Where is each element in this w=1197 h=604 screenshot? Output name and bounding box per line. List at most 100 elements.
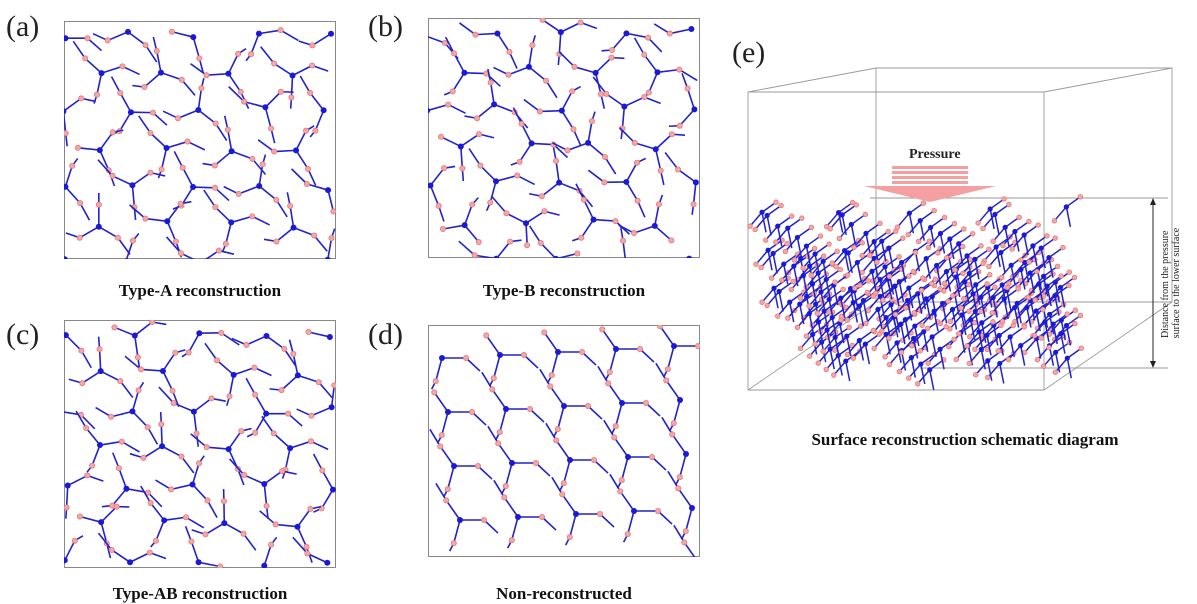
bond	[626, 33, 648, 37]
oxygen-atom	[987, 247, 992, 252]
bond	[101, 371, 121, 381]
oxygen-atom	[860, 241, 865, 246]
silicon-atom	[1042, 319, 1047, 324]
bond	[596, 58, 612, 73]
oxygen-atom	[816, 361, 821, 366]
oxygen-atom	[967, 334, 972, 339]
bond	[606, 94, 624, 107]
oxygen-atom	[475, 463, 480, 468]
silicon-atom	[833, 335, 838, 340]
bond	[226, 222, 231, 243]
oxygen-atom	[831, 373, 836, 378]
bond	[465, 205, 473, 226]
silicon-atom	[959, 312, 964, 317]
oxygen-atom	[897, 369, 902, 374]
oxygen-atom	[575, 251, 580, 256]
silicon-atom	[1047, 312, 1052, 317]
bond	[82, 371, 100, 383]
oxygen-atom	[463, 355, 468, 360]
oxygen-atom	[981, 261, 986, 266]
silicon-atom	[810, 281, 815, 286]
oxygen-atom	[478, 163, 483, 168]
oxygen-atom	[779, 203, 784, 208]
bond	[680, 454, 686, 477]
bond	[255, 395, 266, 414]
silicon-atom	[125, 29, 131, 35]
oxygen-atom	[488, 80, 493, 85]
silicon-atom	[1022, 232, 1027, 237]
oxygen-atom	[987, 272, 992, 277]
silicon-atom	[857, 304, 862, 309]
bond	[665, 153, 678, 170]
bond	[436, 358, 442, 381]
oxygen-atom	[119, 439, 124, 444]
bond	[921, 364, 925, 384]
oxygen-atom	[97, 347, 102, 352]
oxygen-atom	[645, 35, 650, 40]
oxygen-atom	[178, 201, 183, 206]
oxygen-atom	[441, 166, 446, 171]
silicon-atom	[1002, 296, 1007, 301]
bond	[328, 190, 333, 211]
oxygen-atom	[801, 266, 806, 271]
bond	[267, 336, 285, 349]
oxygen-atom	[1022, 325, 1027, 330]
oxygen-atom	[961, 244, 966, 249]
silicon-atom	[984, 333, 989, 338]
lattice-group	[428, 18, 699, 258]
silicon-atom	[938, 231, 943, 236]
bond	[207, 447, 229, 449]
oxygen-atom	[203, 532, 208, 537]
oxygen-atom	[942, 215, 947, 220]
bond	[328, 238, 332, 259]
bond	[139, 116, 151, 133]
oxygen-atom	[72, 538, 77, 543]
oxygen-atom	[525, 243, 530, 248]
bond	[506, 213, 526, 223]
silicon-atom	[515, 514, 521, 520]
bond	[234, 368, 255, 375]
bond	[624, 97, 644, 106]
silicon-atom	[631, 508, 637, 514]
bond	[827, 213, 839, 227]
silicon-atom	[1012, 229, 1017, 234]
silicon-atom	[96, 224, 102, 230]
silicon-atom	[898, 322, 903, 327]
oxygen-atom	[952, 221, 957, 226]
bond	[66, 335, 82, 351]
silicon-atom	[998, 250, 1003, 255]
silicon-atom	[979, 320, 984, 325]
oxygen-atom	[1078, 195, 1083, 200]
bond	[189, 333, 200, 352]
bond	[246, 336, 266, 345]
bond	[440, 446, 454, 466]
oxygen-atom	[554, 438, 559, 443]
oxygen-atom	[308, 506, 313, 511]
oxygen-atom	[253, 430, 258, 435]
bond	[193, 37, 199, 58]
silicon-atom	[457, 517, 463, 523]
oxygen-atom	[96, 202, 101, 207]
oxygen-atom	[197, 56, 202, 61]
bond	[290, 441, 311, 448]
bond	[562, 91, 572, 110]
bond	[500, 409, 506, 432]
oxygen-atom	[109, 414, 114, 419]
oxygen-atom	[815, 311, 820, 316]
silicon-atom	[912, 323, 917, 328]
oxygen-atom	[481, 517, 486, 522]
oxygen-atom	[754, 262, 759, 267]
oxygen-atom	[1027, 219, 1032, 224]
bond	[194, 398, 212, 411]
oxygen-atom	[1061, 245, 1066, 250]
oxygen-atom	[159, 167, 164, 172]
oxygen-atom	[670, 432, 675, 437]
oxygen-atom	[993, 285, 998, 290]
silicon-atom	[159, 443, 165, 449]
oxygen-atom	[209, 396, 214, 401]
oxygen-atom	[154, 48, 159, 53]
bond	[442, 412, 448, 435]
silicon-atom	[1064, 323, 1069, 328]
oxygen-atom	[236, 191, 241, 196]
bond	[65, 166, 72, 187]
